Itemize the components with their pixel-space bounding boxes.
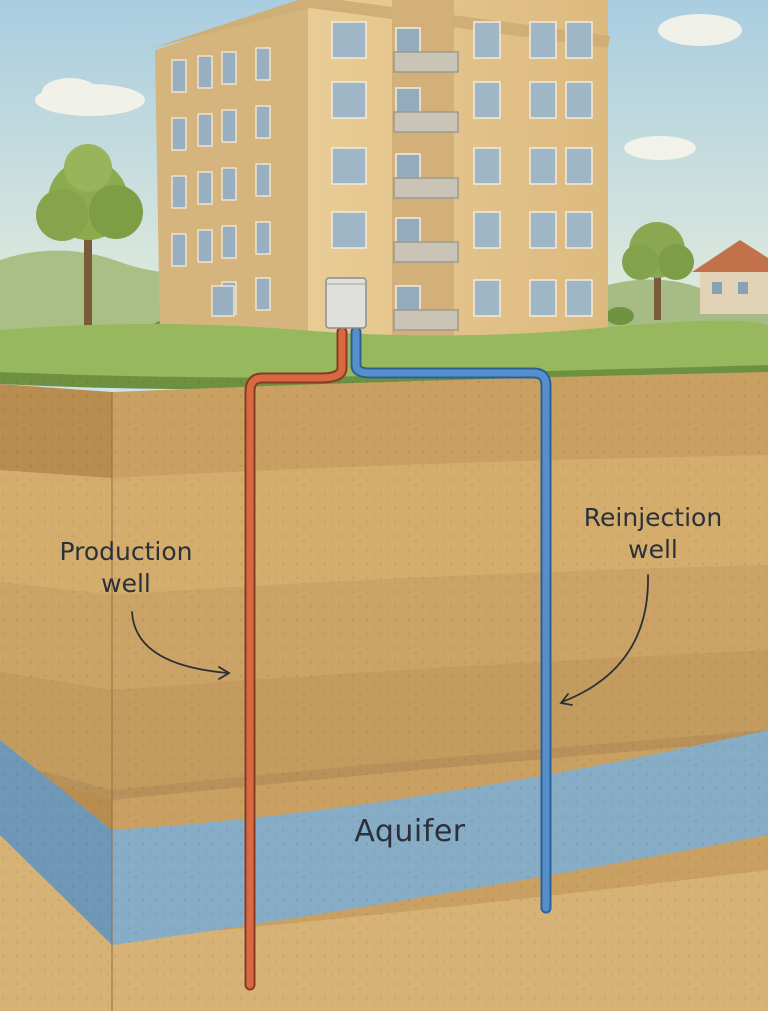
window <box>395 285 421 313</box>
reinjection-label-line: well <box>628 535 678 564</box>
reinjection-arrowhead <box>559 693 573 706</box>
reinjection-well-label: Reinjection well <box>568 502 738 566</box>
window <box>197 171 213 205</box>
balcony <box>393 309 459 331</box>
window <box>473 21 501 59</box>
balcony <box>393 51 459 73</box>
window <box>221 109 237 143</box>
window <box>255 221 271 255</box>
production-well-label: Production well <box>38 536 214 600</box>
tree <box>36 144 143 330</box>
production-label-line: well <box>101 569 151 598</box>
background-hills-right <box>590 279 768 330</box>
window <box>255 105 271 139</box>
window <box>197 55 213 89</box>
window <box>197 229 213 263</box>
tree-right <box>622 222 694 320</box>
window <box>221 167 237 201</box>
window <box>255 47 271 81</box>
production-label-line: Production <box>59 537 193 566</box>
control-box <box>325 277 367 329</box>
window <box>529 147 557 185</box>
window <box>473 279 501 317</box>
window <box>221 51 237 85</box>
aquifer-label: Aquifer <box>354 814 466 849</box>
balcony <box>393 111 459 133</box>
house <box>692 240 768 314</box>
window <box>473 81 501 119</box>
window <box>197 113 213 147</box>
window <box>171 117 187 151</box>
balcony <box>393 241 459 263</box>
window <box>255 277 271 311</box>
window <box>395 217 421 245</box>
window <box>473 211 501 249</box>
window <box>331 147 367 185</box>
window <box>395 27 421 55</box>
window <box>171 233 187 267</box>
window <box>331 81 367 119</box>
reinjection-arrow <box>561 574 649 703</box>
window <box>171 59 187 93</box>
balcony <box>393 177 459 199</box>
annotation-arrows <box>131 574 649 706</box>
window <box>171 175 187 209</box>
window <box>565 81 593 119</box>
grass-surface <box>0 320 768 378</box>
window <box>529 211 557 249</box>
window <box>395 153 421 181</box>
clouds <box>35 14 742 160</box>
window <box>395 87 421 115</box>
building-balconies <box>393 51 459 331</box>
reinjection-well-pipe-fill <box>352 328 550 912</box>
window <box>255 163 271 197</box>
soil-texture <box>0 380 768 1011</box>
apartment-building <box>152 0 610 340</box>
window <box>529 21 557 59</box>
production-well-pipe-fill <box>246 328 346 989</box>
window <box>331 211 367 249</box>
window <box>221 225 237 259</box>
window <box>331 21 367 59</box>
window <box>565 279 593 317</box>
window <box>529 279 557 317</box>
production-arrow <box>131 611 229 674</box>
reinjection-label-line: Reinjection <box>583 503 723 532</box>
window <box>565 211 593 249</box>
window <box>529 81 557 119</box>
window <box>565 21 593 59</box>
building-windows <box>171 21 593 317</box>
window <box>565 147 593 185</box>
window <box>473 147 501 185</box>
production-arrowhead <box>218 666 231 680</box>
window <box>211 285 235 317</box>
